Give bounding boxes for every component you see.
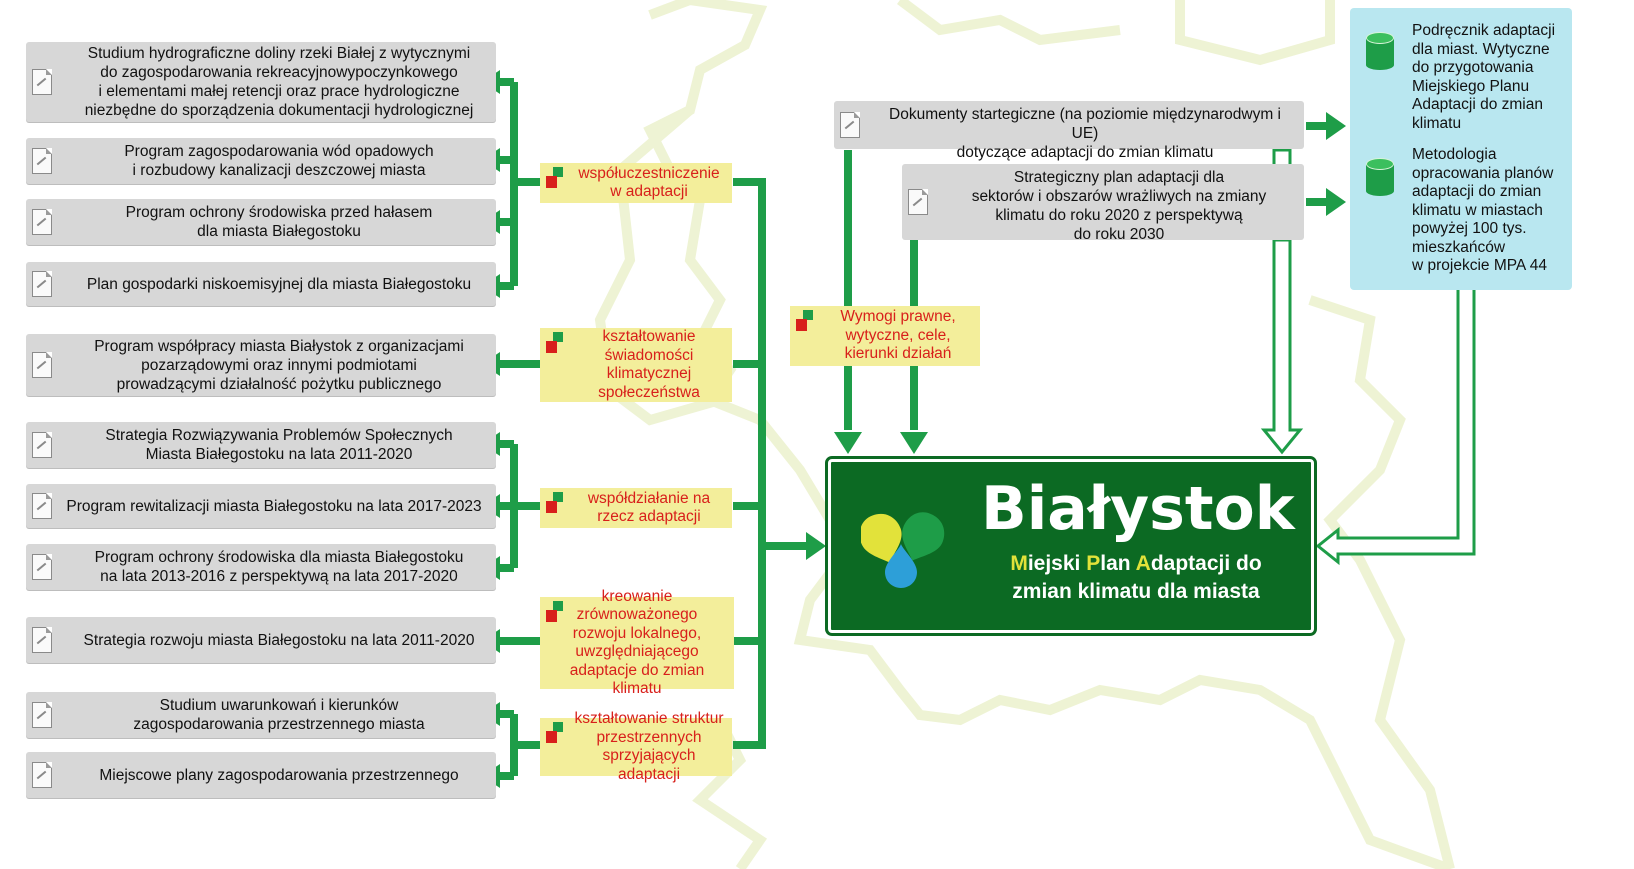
reference-label: Metodologia opracowania planów adaptacji…	[1412, 146, 1554, 274]
document-icon	[908, 189, 928, 215]
document-box: Program ochrony środowiska przed hałasem…	[26, 199, 496, 245]
document-icon	[32, 352, 52, 378]
database-icon	[1366, 32, 1394, 74]
water-drops-logo	[861, 512, 945, 588]
strategic-documents-box: Dokumenty startegiczne (na poziomie międ…	[834, 101, 1304, 161]
exchange-icon	[796, 310, 814, 332]
document-label: Program ochrony środowiska dla miasta Bi…	[94, 549, 464, 585]
plan-title-line2: zmian klimatu dla miasta	[1012, 580, 1260, 603]
document-label: Strategia rozwoju miasta Białegostoku na…	[83, 631, 475, 649]
document-box: Program zagospodarowania wód opadowych i…	[26, 138, 496, 184]
plan-title-initial: M	[1010, 552, 1028, 575]
exchange-icon	[546, 601, 564, 623]
document-label: Studium hydrograficzne doliny rzeki Biał…	[84, 45, 474, 119]
plan-title: Miejski Plan Adaptacji do zmian klimatu …	[971, 550, 1301, 606]
document-icon	[32, 432, 52, 458]
document-label: Program rewitalizacji miasta Białegostok…	[66, 497, 482, 515]
document-icon	[32, 69, 52, 95]
document-label: Miejscowe plany zagospodarowania przestr…	[99, 766, 459, 784]
plan-title-part: lan	[1100, 552, 1136, 575]
city-name: Białystok	[981, 474, 1295, 544]
document-icon	[32, 554, 52, 580]
document-icon	[32, 762, 52, 788]
category-label: współdziałanie na rzecz adaptacji	[587, 489, 711, 526]
sectoral-plan-label: Strategiczny plan adaptacji dla sektorów…	[971, 169, 1267, 243]
exchange-icon	[546, 167, 564, 189]
document-box: Plan gospodarki niskoemisyjnej dla miast…	[26, 262, 496, 306]
exchange-icon	[546, 332, 564, 354]
document-icon	[32, 271, 52, 297]
plan-title-part: iejski	[1027, 552, 1087, 575]
category-box: współuczestniczenie w adaptacji	[540, 163, 732, 203]
plan-title-initial: A	[1135, 552, 1151, 575]
strategic-documents-label: Dokumenty startegiczne (na poziomie międ…	[889, 106, 1281, 161]
plan-title-initial: P	[1086, 552, 1101, 575]
document-box: Strategia rozwoju miasta Białegostoku na…	[26, 617, 496, 663]
document-icon	[32, 627, 52, 653]
document-label: Plan gospodarki niskoemisyjnej dla miast…	[86, 275, 472, 293]
document-box: Program rewitalizacji miasta Białegostok…	[26, 484, 496, 528]
document-icon	[32, 209, 52, 235]
legal-requirements-box: Wymogi prawne, wytyczne, cele, kierunki …	[790, 306, 980, 366]
reference-label: Podręcznik adaptacji dla miast. Wytyczne…	[1412, 22, 1556, 132]
document-icon	[32, 702, 52, 728]
document-label: Program zagospodarowania wód opadowych i…	[124, 143, 434, 179]
exchange-icon	[546, 722, 564, 744]
legal-requirements-label: Wymogi prawne, wytyczne, cele, kierunki …	[840, 308, 956, 363]
exchange-icon	[546, 492, 564, 514]
category-label: kształtowanie struktur przestrzennych sp…	[574, 710, 724, 783]
document-box: Strategia Rozwiązywania Problemów Społec…	[26, 422, 496, 468]
category-label: kreowanie zrównoważonego rozwoju lokalne…	[569, 587, 705, 698]
document-box: Program współpracy miasta Białystok z or…	[26, 334, 496, 396]
document-box: Studium uwarunkowań i kierunków zagospod…	[26, 692, 496, 738]
document-box: Studium hydrograficzne doliny rzeki Biał…	[26, 42, 496, 122]
document-label: Strategia Rozwiązywania Problemów Społec…	[105, 427, 453, 463]
sectoral-plan-box: Strategiczny plan adaptacji dla sektorów…	[902, 164, 1304, 243]
document-label: Program współpracy miasta Białystok z or…	[94, 337, 464, 393]
database-icon	[1366, 158, 1394, 200]
document-icon	[840, 112, 860, 138]
category-box: kształtowanie świadomości klimatycznej s…	[540, 328, 732, 402]
document-icon	[32, 493, 52, 519]
category-label: kształtowanie świadomości klimatycznej s…	[598, 328, 700, 401]
document-box: Miejscowe plany zagospodarowania przestr…	[26, 752, 496, 798]
category-box: kształtowanie struktur przestrzennych sp…	[540, 710, 732, 783]
document-icon	[32, 148, 52, 174]
category-box: współdziałanie na rzecz adaptacji	[540, 488, 732, 528]
plan-title-part: daptacji do	[1150, 552, 1262, 575]
category-box: kreowanie zrównoważonego rozwoju lokalne…	[540, 588, 734, 697]
document-label: Studium uwarunkowań i kierunków zagospod…	[133, 697, 425, 733]
document-box: Program ochrony środowiska dla miasta Bi…	[26, 544, 496, 590]
city-plan-sign: Białystok Miejski Plan Adaptacji do zmia…	[825, 456, 1317, 636]
category-label: współuczestniczenie w adaptacji	[578, 164, 720, 201]
document-label: Program ochrony środowiska przed hałasem…	[125, 204, 433, 240]
